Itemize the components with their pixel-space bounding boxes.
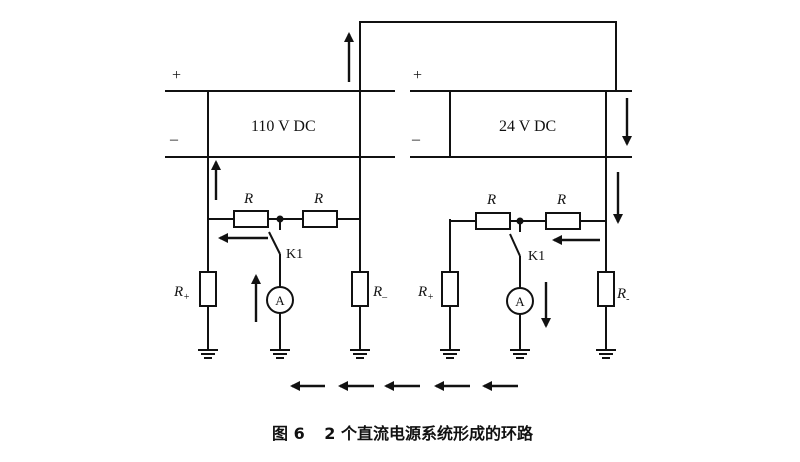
right-system [410,90,632,359]
right-resistor-1-label: R [486,192,496,208]
right-r-minus-resistor [597,271,615,307]
right-ammeter-label: A [515,294,525,309]
figure-caption: 图 6 2 个直流电源系统形成的环路 [272,424,534,443]
left-r-plus-label: R+ [173,284,190,303]
left-r-minus-label: R– [372,284,388,303]
left-ground-1 [198,349,218,359]
right-resistor-2-label: R [556,192,566,208]
left-resistor-2-label: R [313,191,323,207]
right-ground-2 [510,349,530,359]
left-minus-sign: – [169,131,179,148]
right-minus-sign: – [411,131,421,148]
left-resistor-2 [302,210,338,228]
right-resistor-1 [475,212,511,230]
right-r-plus-resistor [441,271,459,307]
right-ground-3 [596,349,616,359]
figure-title: 2 个直流电源系统形成的环路 [324,424,534,443]
left-r-plus-resistor [199,271,217,307]
left-system [165,90,395,359]
left-switch-label: K1 [286,247,303,262]
right-switch-k1 [509,233,521,257]
loop-connection-wire [359,21,617,91]
figure-number: 图 6 [272,424,305,443]
left-plus-sign: + [172,67,181,84]
left-source-label: 110 V DC [251,118,316,135]
right-switch-label: K1 [528,249,545,264]
left-ground-2 [270,349,290,359]
left-r-minus-resistor [351,271,369,307]
right-ground-1 [440,349,460,359]
left-ammeter-label: A [275,293,285,308]
right-source-label: 24 V DC [499,118,556,135]
left-resistor-1-label: R [243,191,253,207]
left-ground-3 [350,349,370,359]
left-switch-k1 [268,231,281,255]
left-resistor-1 [233,210,269,228]
right-resistor-2 [545,212,581,230]
right-r-minus-label: R- [616,286,630,305]
right-plus-sign: + [413,67,422,84]
right-r-plus-label: R+ [417,284,434,303]
